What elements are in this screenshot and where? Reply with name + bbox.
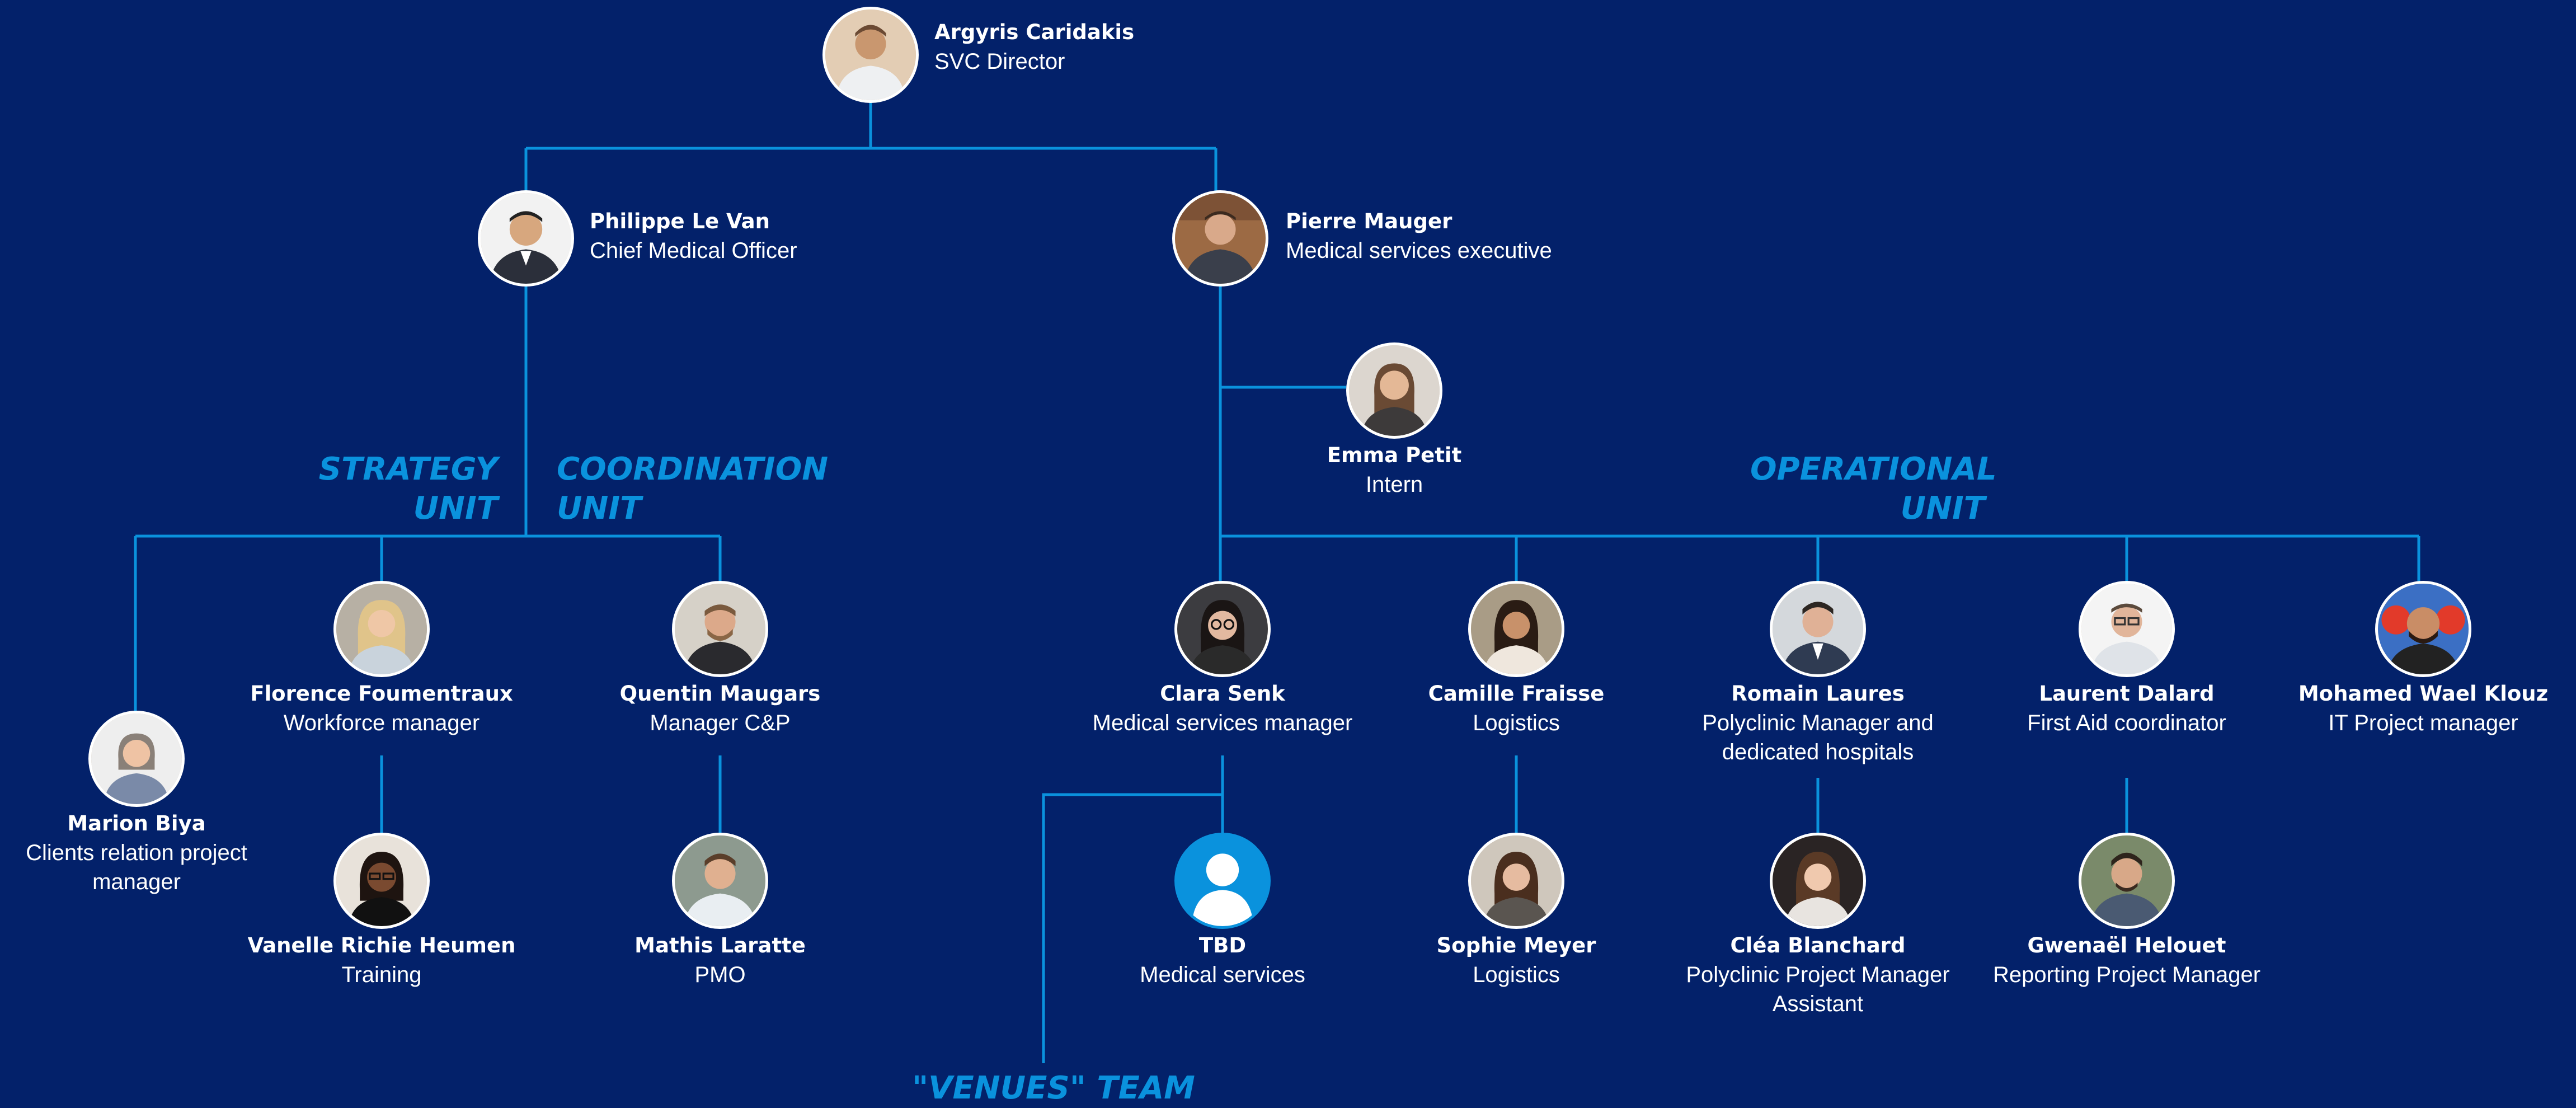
avatar — [672, 833, 768, 929]
avatar — [478, 190, 574, 287]
person-role: Manager C&P — [650, 711, 791, 735]
person-name: Philippe Le Van — [590, 209, 770, 233]
person-name: Laurent Dalard — [2039, 682, 2215, 706]
connector-executive — [1219, 285, 2420, 582]
person-name: Pierre Mauger — [1286, 209, 1452, 233]
person-name: Marion Biya — [67, 811, 206, 835]
person-role: Reporting Project Manager — [1992, 963, 2261, 987]
avatar — [333, 581, 430, 677]
avatar — [1346, 342, 1442, 439]
person-name: Sophie Meyer — [1436, 933, 1596, 957]
avatar — [333, 833, 430, 929]
person-name: Cléa Blanchard — [1730, 933, 1906, 957]
unit-label-strategy: STRATEGY UNIT — [318, 451, 498, 527]
person-role: Intern — [1365, 472, 1423, 497]
avatar — [1770, 581, 1866, 677]
person-role: Training — [341, 963, 422, 987]
person-role: Polyclinic Manager and dedicated hospita… — [1702, 711, 1934, 764]
person-role: Polyclinic Project Manager Assistant — [1686, 963, 1950, 1016]
person-role: Medical services executive — [1286, 238, 1552, 263]
person-role: Medical services — [1140, 963, 1305, 987]
avatar — [1468, 581, 1564, 677]
person-name: Mohamed Wael Klouz — [2298, 682, 2549, 706]
person-role: Medical services manager — [1092, 711, 1353, 735]
person-role: SVC Director — [934, 49, 1065, 74]
person-name: TBD — [1198, 933, 1247, 957]
person-name: Emma Petit — [1327, 443, 1462, 467]
person-role: First Aid coordinator — [2027, 711, 2226, 735]
avatar — [672, 581, 768, 677]
unit-label-operational: OPERATIONAL UNIT — [1750, 451, 1997, 527]
person-role: PMO — [694, 963, 746, 987]
connector-cmo — [134, 285, 722, 834]
avatar — [822, 7, 919, 103]
unit-label-venues-team: "VENUES" TEAM — [912, 1070, 1195, 1106]
connector-director — [524, 101, 1218, 193]
avatar — [2079, 833, 2175, 929]
person-name: Gwenaël Helouet — [2027, 933, 2226, 957]
avatar — [1770, 833, 1866, 929]
person-role: IT Project manager — [2328, 711, 2518, 735]
connector-operational-children — [1221, 755, 2128, 834]
avatar — [88, 711, 185, 807]
person-role: Clients relation project manager — [26, 841, 247, 894]
avatar — [2079, 581, 2175, 677]
avatar — [1174, 581, 1271, 677]
avatar — [2375, 581, 2471, 677]
person-role: Logistics — [1473, 711, 1560, 735]
avatar — [1468, 833, 1564, 929]
person-role: Workforce manager — [283, 711, 480, 735]
unit-label-coordination: COORDINATION UNIT — [557, 451, 829, 527]
placeholder-person-icon — [1174, 833, 1271, 929]
person-name: Argyris Caridakis — [934, 20, 1135, 44]
person-name: Florence Foumentraux — [250, 682, 513, 706]
person-name: Vanelle Richie Heumen — [247, 933, 516, 957]
person-name: Mathis Laratte — [634, 933, 806, 957]
person-name: Romain Laures — [1731, 682, 1905, 706]
person-name: Camille Fraisse — [1428, 682, 1605, 706]
person-role: Chief Medical Officer — [590, 238, 797, 263]
avatar — [1172, 190, 1268, 287]
person-name: Quentin Maugars — [619, 682, 821, 706]
connector-venues — [1042, 793, 1223, 1063]
person-name: Clara Senk — [1160, 682, 1285, 706]
person-role: Logistics — [1473, 963, 1560, 987]
